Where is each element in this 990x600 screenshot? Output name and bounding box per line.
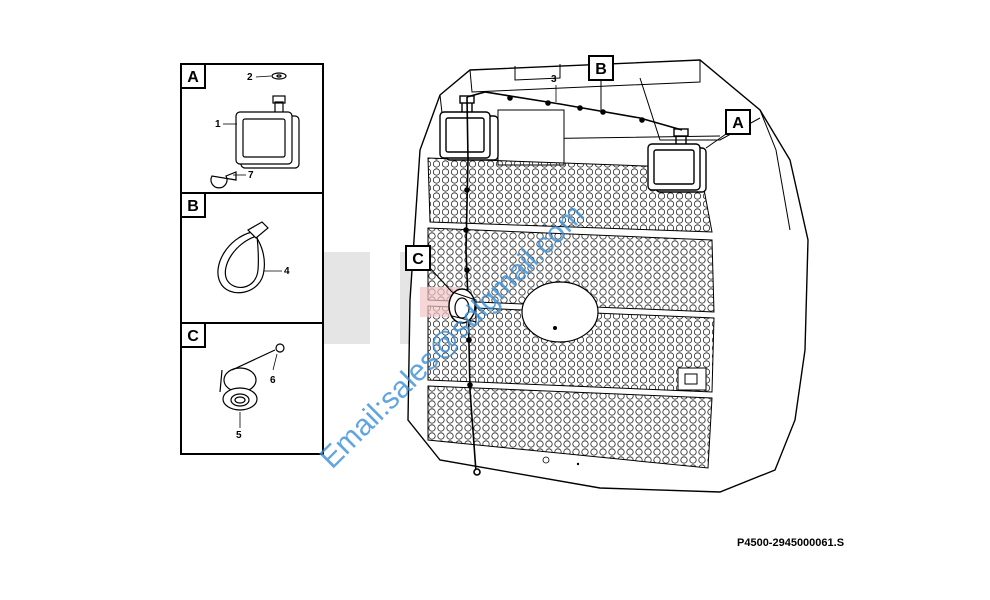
panel-b-letter: B	[187, 198, 199, 215]
callout-2: 2	[247, 72, 253, 83]
cable-tie-drawing	[217, 221, 269, 294]
work-lamp-right	[647, 128, 707, 193]
panel-a-letter: A	[187, 69, 199, 86]
tag-b: B	[588, 55, 614, 110]
work-lamp-drawing	[210, 72, 300, 189]
callout-5: 5	[236, 430, 242, 441]
callout-4: 4	[284, 266, 290, 277]
svg-text:A: A	[732, 115, 744, 132]
svg-text:B: B	[595, 61, 607, 78]
detail-panel-c: C 6 5	[180, 322, 324, 455]
callout-1: 1	[215, 119, 221, 130]
panel-c-letter: C	[187, 328, 199, 345]
callout-7: 7	[248, 170, 254, 181]
wiring-harness	[463, 91, 683, 476]
drawing-code: P4500-2945000061.S	[737, 537, 845, 549]
callout-6: 6	[270, 375, 276, 386]
tag-a: A	[705, 109, 751, 149]
tag-c: C	[405, 245, 453, 293]
detail-panel-b: B 4	[180, 192, 324, 324]
detail-panel-a: A 2 1 7	[180, 63, 324, 194]
grommet-drawing	[219, 343, 285, 411]
grille-assembly	[407, 59, 809, 493]
grommet-on-grille	[420, 287, 477, 324]
callout-3: 3	[551, 74, 557, 85]
svg-text:C: C	[412, 251, 424, 268]
